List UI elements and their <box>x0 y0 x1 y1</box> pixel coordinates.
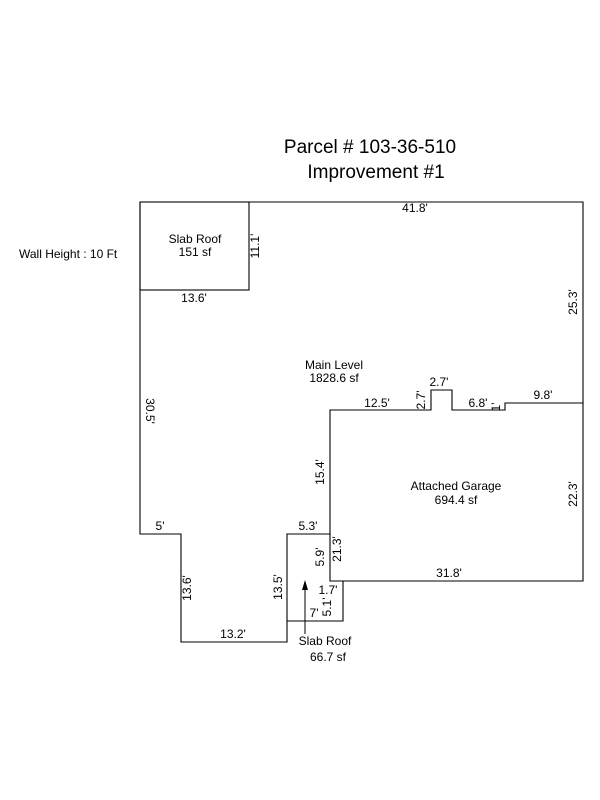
entry-arrow-head <box>302 580 308 590</box>
dim-wall-5-1: 5.1' <box>320 598 334 617</box>
garage-size: 694.4 sf <box>435 493 478 507</box>
main-level-size: 1828.6 sf <box>309 371 359 385</box>
dim-ledge-5: 5' <box>156 519 165 533</box>
dim-garage-bottom: 31.8' <box>436 566 462 580</box>
slab-roof-bottom-outline <box>287 533 344 622</box>
main-level-outline <box>139 201 584 643</box>
dim-wall-21-3: 21.3' <box>330 536 344 562</box>
main-level-name: Main Level <box>305 358 363 372</box>
wall-height-note: Wall Height : 10 Ft <box>19 247 118 261</box>
dim-garage-right: 22.3' <box>566 481 580 507</box>
slab-roof-top-size: 151 sf <box>179 245 212 259</box>
dim-left-lower: 13.6' <box>180 575 194 601</box>
garage-name: Attached Garage <box>411 479 502 493</box>
slab-roof-top-name: Slab Roof <box>169 232 222 246</box>
dim-right-upper: 25.3' <box>566 289 580 315</box>
dim-slab2-bottom: 7' <box>310 606 319 620</box>
improvement-title: Improvement #1 <box>307 162 444 183</box>
dim-wall-6-8: 6.8' <box>469 396 488 410</box>
dim-slab2-right: 5.9' <box>313 548 327 567</box>
dim-top-wall: 41.8' <box>402 201 428 215</box>
dim-wall-12-5: 12.5' <box>364 396 390 410</box>
dim-slab2-left: 13.5' <box>271 574 285 600</box>
parcel-title: Parcel # 103-36-510 <box>284 137 456 158</box>
dim-wall-1-7: 1.7' <box>319 583 338 597</box>
dim-left-wall: 30.5' <box>143 398 157 424</box>
dim-slab-right: 11.1' <box>248 234 262 259</box>
dim-garage-left: 15.4' <box>313 459 327 485</box>
garage-outline <box>330 403 584 582</box>
dim-bump-left: 2.7' <box>414 391 428 410</box>
dim-slab2-top: 5.3' <box>299 519 318 533</box>
slab-roof-bottom-name: Slab Roof <box>299 634 352 648</box>
dim-wall-9-8: 9.8' <box>534 388 553 402</box>
dim-slab-bottom: 13.6' <box>181 291 207 305</box>
dim-step-small: 1' <box>489 403 503 412</box>
dim-bottom-wall: 13.2' <box>220 627 246 641</box>
slab-roof-top-outline <box>139 201 250 291</box>
dim-bump-top: 2.7' <box>430 375 449 389</box>
slab-roof-bottom-size: 66.7 sf <box>310 650 347 664</box>
